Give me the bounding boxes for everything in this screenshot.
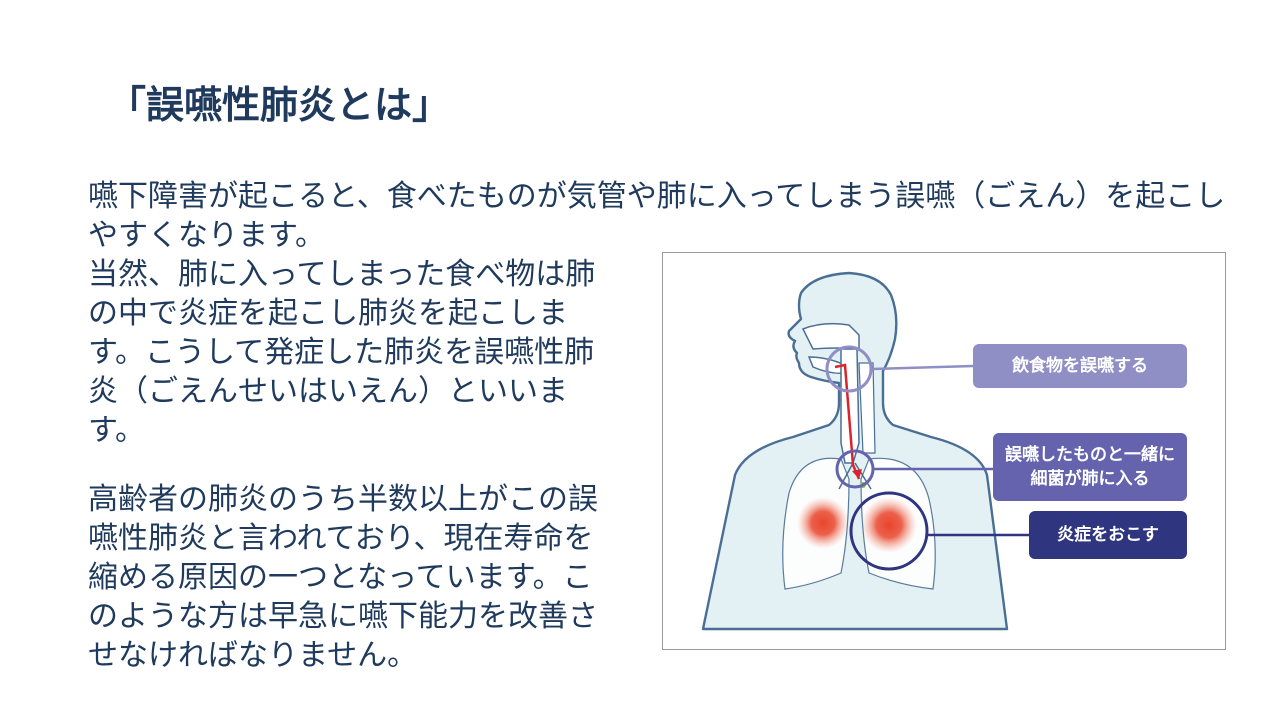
arrow-head-icon	[852, 469, 862, 479]
bronchi	[838, 462, 872, 490]
slide-title: 「誤嚥性肺炎とは」	[108, 83, 451, 127]
leader-line-1	[870, 364, 974, 371]
nasal-cavity	[801, 322, 860, 350]
callout-bacteria: 誤嚥したものと一緒に細菌が肺に入る	[993, 433, 1187, 501]
callout-ring-3	[849, 491, 929, 571]
explanation-paragraph: 当然、肺に入ってしまった食べ物は肺の中で炎症を起こし肺炎を起こします。こうして発…	[88, 257, 596, 448]
anatomy-illustration	[701, 271, 1029, 631]
aspiration-diagram: 飲食物を誤嚥する 誤嚥したものと一緒に細菌が肺に入る 炎症をおこす	[662, 252, 1226, 650]
inflammation-left	[797, 497, 849, 549]
callout-aspiration: 飲食物を誤嚥する	[973, 344, 1187, 388]
inflammation-right	[861, 497, 917, 553]
elderly-paragraph: 高齢者の肺炎のうち半数以上がこの誤嚥性肺炎と言われており、現在寿命を縮める原因の…	[88, 482, 598, 673]
intro-paragraph: 嚥下障害が起こると、食べたものが気管や肺に入ってしまう誤嚥（ごえん）を起こしやす…	[88, 179, 1226, 253]
callout-inflammation: 炎症をおこす	[1029, 511, 1187, 559]
